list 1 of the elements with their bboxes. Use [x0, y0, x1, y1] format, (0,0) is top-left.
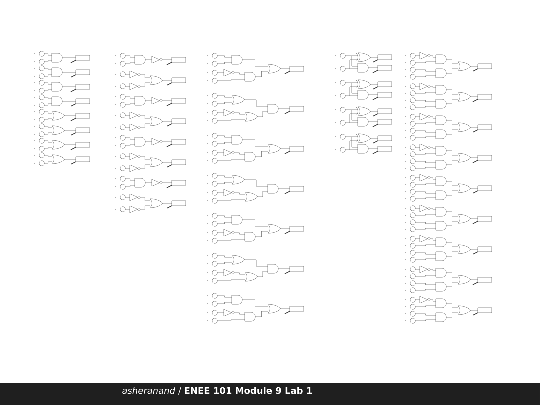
title: asheranand / ENEE 101 Module 9 Lab 1 [122, 387, 312, 395]
